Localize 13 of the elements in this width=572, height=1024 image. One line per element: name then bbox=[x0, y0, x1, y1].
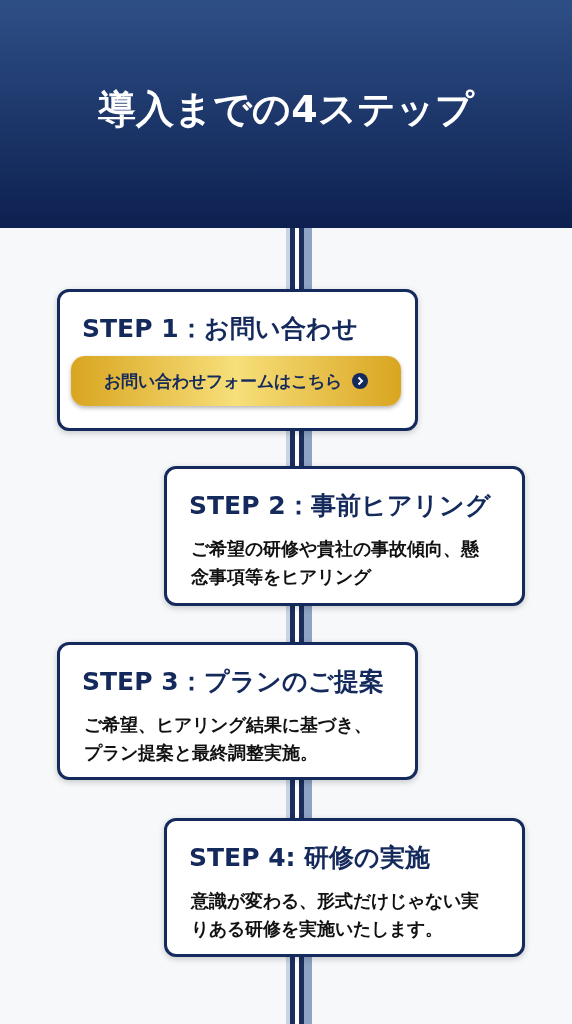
step-heading: STEP 4: 研修の実施 bbox=[189, 842, 431, 874]
step-description: 意識が変わる、形式だけじゃない実りある研修を実施いたします。 bbox=[191, 889, 480, 941]
step-heading: STEP 1：お問い合わせ bbox=[82, 313, 358, 345]
step-card bbox=[57, 642, 418, 780]
step-card bbox=[164, 466, 525, 606]
step-description: ご希望の研修や貴社の事故傾向、懸念事項等をヒアリング bbox=[191, 537, 480, 589]
step-card bbox=[164, 818, 525, 957]
title: 導入までの4ステップ bbox=[97, 86, 476, 133]
step-card bbox=[57, 289, 418, 431]
step-heading: STEP 2：事前ヒアリング bbox=[189, 490, 491, 522]
step-description: ご希望、ヒアリング結果に基づき、プラン提案と最終調整実施。 bbox=[84, 713, 373, 765]
step-heading: STEP 3：プランのご提案 bbox=[82, 666, 384, 698]
contact-form-button: お問い合わせフォームはこちら bbox=[71, 356, 401, 406]
